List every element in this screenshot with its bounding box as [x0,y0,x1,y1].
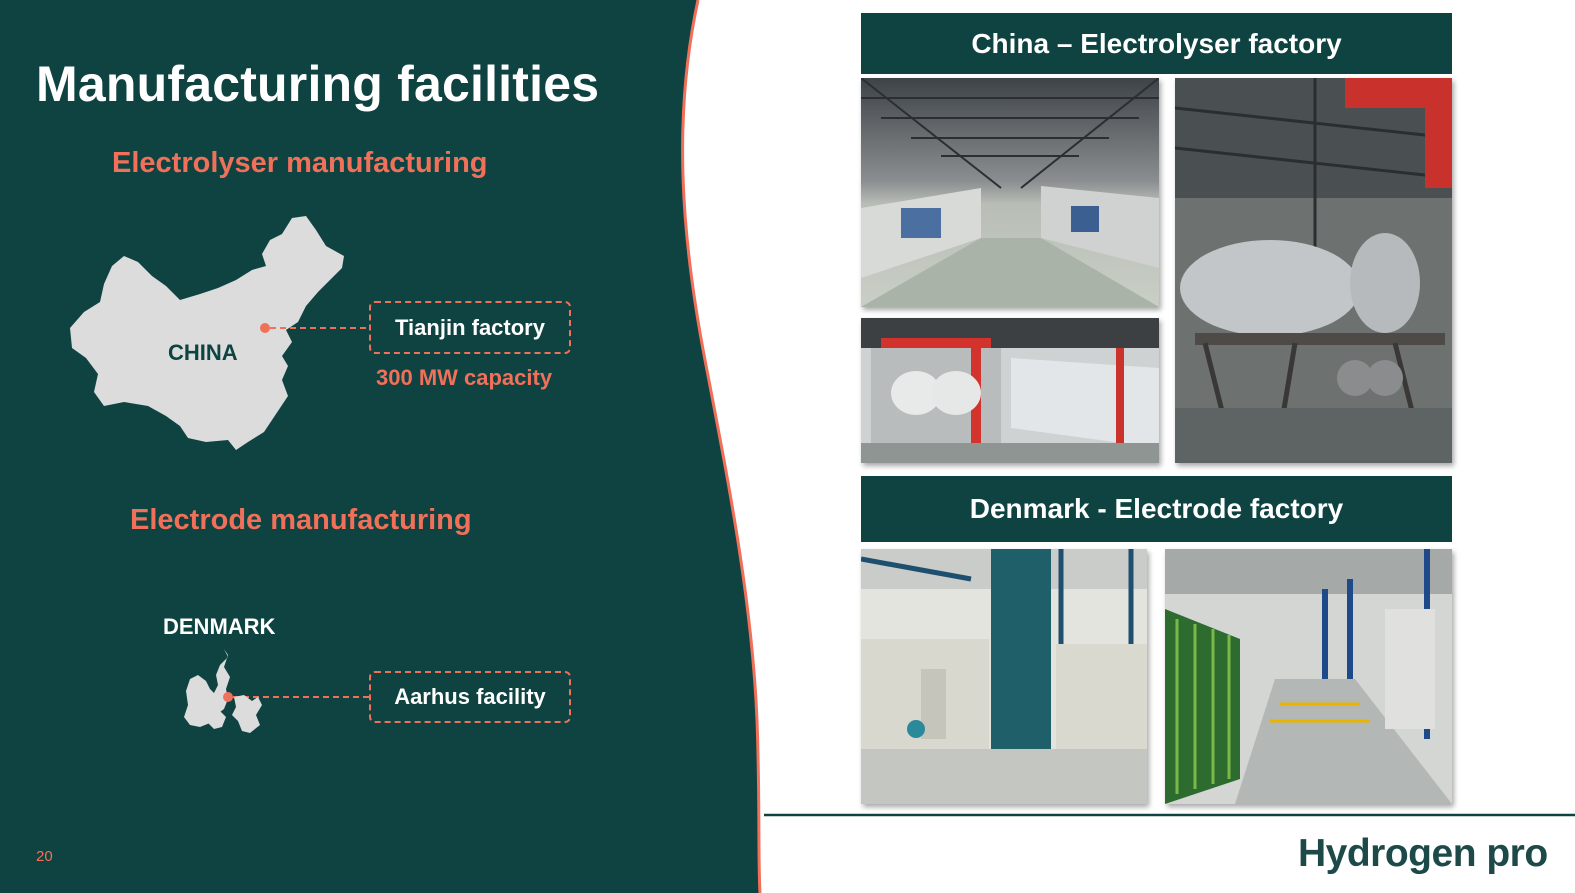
slide-title: Manufacturing facilities [36,56,600,112]
hydrogen-pro-logo: Hydrogen pro [1298,832,1548,875]
denmark-label: DENMARK [163,614,276,639]
tianjin-factory-callout: Tianjin factory [369,301,571,354]
electrode-heading: Electrode manufacturing [130,504,472,536]
capacity-label: 300 MW capacity [376,365,553,390]
electrolyser-heading: Electrolyser manufacturing [112,147,488,179]
denmark-electrode-tanks-photo [861,549,1147,804]
page-number: 20 [36,848,53,865]
china-production-line-photo [861,318,1159,463]
china-factory-hall-photo [861,78,1159,307]
denmark-electrode-line-photo [1165,549,1452,804]
aarhus-facility-callout: Aarhus facility [369,671,571,723]
china-map-icon: CHINA [70,216,344,450]
china-map-label: CHINA [168,340,238,365]
china-factory-banner: China – Electrolyser factory [861,13,1452,74]
china-electrolyser-tanks-photo [1175,78,1452,463]
denmark-map-icon [184,649,262,733]
denmark-factory-banner: Denmark - Electrode factory [861,476,1452,542]
